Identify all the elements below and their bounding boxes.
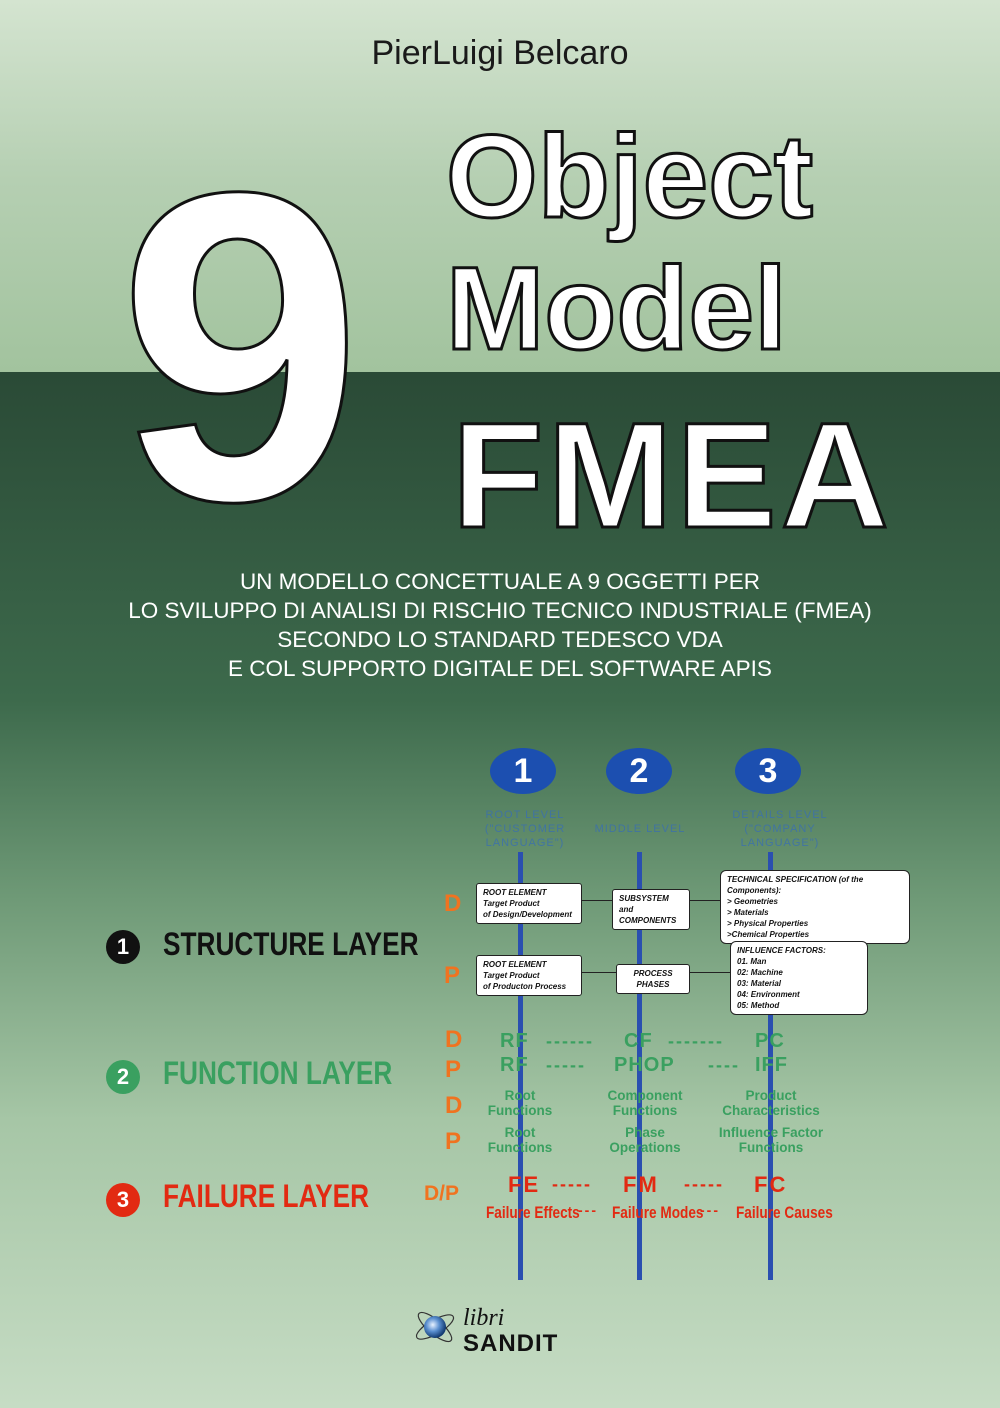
technical-specification-box: TECHNICAL SPECIFICATION (of the Componen… (720, 870, 910, 944)
subsystem-components-box: SUBSYSTEM and COMPONENTS (612, 889, 690, 930)
author-name: PierLuigi Belcaro (371, 34, 629, 72)
failure-code-fm: FM (623, 1172, 659, 1197)
title-number: 9 (117, 102, 365, 593)
publisher-atom-icon (412, 1302, 458, 1352)
structure-d-label: D (444, 890, 462, 917)
process-phases-box: PROCESS PHASES (616, 964, 690, 994)
function-d-label: D (445, 1026, 463, 1053)
root-functions-label: Root Functions (487, 1125, 553, 1155)
dash: ---- (708, 1055, 740, 1075)
dash: --- (700, 1202, 720, 1218)
process-root-element-box: ROOT ELEMENT Target Product of Producton… (476, 955, 582, 996)
dash: ----- (684, 1174, 724, 1194)
function-code-rf: RF (500, 1054, 529, 1076)
connector (582, 900, 612, 901)
level-3-label: DETAILS LEVEL ("COMPANY LANGUAGE") (732, 809, 828, 849)
function-code-cf: CF (624, 1030, 653, 1052)
failure-causes-label: Failure Causes (736, 1203, 833, 1222)
function-desc-d-label: D (445, 1092, 463, 1119)
subtitle-line: E COL SUPPORTO DIGITALE DEL SOFTWARE API… (228, 656, 772, 681)
design-root-element-box: ROOT ELEMENT Target Product of Design/De… (476, 883, 582, 924)
failure-dp-label: D/P (424, 1182, 460, 1205)
level-2-label: MIDDLE LEVEL (594, 823, 686, 835)
level-1-line (518, 852, 523, 1280)
component-functions-label: Component Functions (607, 1088, 683, 1118)
dash: --- (578, 1202, 598, 1218)
level-2-badge: 2 (606, 748, 672, 794)
function-code-pc: PC (755, 1030, 785, 1052)
connector (582, 972, 616, 973)
dash: ------ (546, 1031, 594, 1051)
function-layer-number: 2 (106, 1060, 140, 1094)
failure-layer-number: 3 (106, 1183, 140, 1217)
function-code-phop: PHOP (614, 1054, 675, 1076)
connector (690, 972, 730, 973)
subtitle-line: UN MODELLO CONCETTUALE A 9 OGGETTI PER (239, 569, 761, 594)
level-3-line (768, 852, 773, 1280)
connector (690, 900, 720, 901)
publisher-sandit: SANDIT (463, 1330, 559, 1357)
influence-factor-functions-label: Influence Factor Functions (718, 1125, 824, 1155)
subtitle: UN MODELLO CONCETTUALE A 9 OGGETTI PER L… (0, 567, 1000, 683)
root-functions-label: Root Functions (487, 1088, 553, 1118)
structure-p-label: P (444, 962, 461, 989)
failure-modes-label: Failure Modes (612, 1203, 704, 1222)
function-p-label: P (445, 1056, 462, 1083)
level-3-badge: 3 (735, 748, 801, 794)
subtitle-line: SECONDO LO STANDARD TEDESCO VDA (277, 627, 723, 652)
function-desc-p-label: P (445, 1128, 462, 1155)
function-layer-name: FUNCTION LAYER (163, 1055, 393, 1091)
failure-code-fe: FE (508, 1172, 541, 1197)
subtitle-line: LO SVILUPPO DI ANALISI DI RISCHIO TECNIC… (128, 598, 872, 623)
phase-operations-label: Phase Operations (609, 1125, 681, 1155)
failure-code-fc: FC (754, 1172, 788, 1197)
influence-factors-box: INFLUENCE FACTORS: 01. Man 02: Machine 0… (730, 941, 868, 1015)
function-code-rf: RF (500, 1030, 529, 1052)
structure-layer-number: 1 (106, 930, 140, 964)
failure-effects-label: Failure Effects (486, 1203, 580, 1222)
level-2-line (637, 852, 642, 1280)
publisher-libri: libri (463, 1305, 505, 1331)
dash: ------- (668, 1031, 724, 1051)
title-model: Model (445, 243, 789, 375)
title-fmea: FMEA (451, 391, 893, 559)
level-1-badge: 1 (490, 748, 556, 794)
dash: ----- (552, 1174, 592, 1194)
title-object: Object (444, 111, 814, 243)
function-code-iff: IFF (755, 1054, 788, 1076)
dash: ----- (546, 1055, 586, 1075)
structure-layer-name: STRUCTURE LAYER (163, 926, 419, 962)
failure-layer-name: FAILURE LAYER (163, 1178, 370, 1214)
product-characteristics-label: Product Characteristics (722, 1088, 820, 1118)
level-1-label: ROOT LEVEL ("CUSTOMER LANGUAGE") (484, 809, 566, 849)
